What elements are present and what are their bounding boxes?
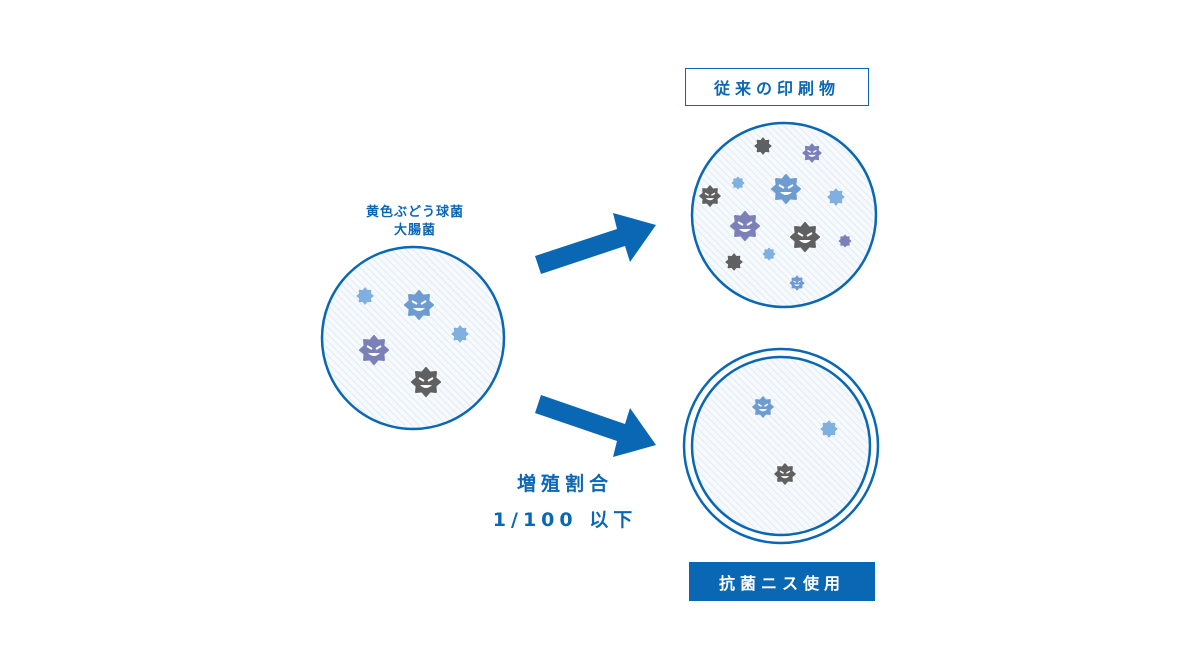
conventional-print-text: 従来の印刷物 — [713, 79, 840, 98]
germ-icon — [774, 463, 796, 485]
germ-icon — [729, 210, 761, 242]
arrow-to-antibacterial — [535, 395, 656, 457]
petri-dish-source — [320, 245, 506, 431]
bacteria-label-line2: 大腸菌 — [393, 223, 436, 238]
petri-dish-conventional — [690, 121, 878, 309]
antibacterial-varnish-label: 抗菌ニス使用 — [689, 562, 875, 601]
germ-icon — [403, 289, 435, 321]
germ-icon — [770, 173, 802, 205]
germ-icon — [827, 188, 845, 206]
germ-icon — [752, 396, 774, 418]
bacteria-label-line1: 黄色ぶどう球菌 — [365, 205, 464, 220]
germ-icon — [451, 325, 469, 343]
germ-icon — [699, 185, 721, 207]
antibacterial-varnish-text: 抗菌ニス使用 — [718, 573, 845, 593]
germ-icon — [731, 176, 745, 190]
petri-dish-antibacterial — [690, 355, 872, 537]
germ-icon — [725, 253, 743, 271]
bacteria-label: 黄色ぶどう球菌 大腸菌 — [330, 204, 500, 240]
germ-icon — [789, 275, 805, 291]
germ-icon — [358, 334, 390, 366]
germ-icon — [789, 221, 821, 253]
germ-icon — [820, 420, 838, 438]
growth-rate-title: 増殖割合 — [516, 473, 613, 495]
germ-icon — [410, 366, 442, 398]
growth-rate-label: 増殖割合 1/100 以下 — [470, 466, 660, 538]
conventional-print-label: 従来の印刷物 — [685, 68, 869, 106]
growth-rate-value: 1/100 以下 — [492, 509, 638, 531]
germ-icon — [802, 143, 822, 163]
arrow-to-conventional — [535, 213, 656, 274]
germ-icon — [838, 234, 852, 248]
germ-icon — [356, 287, 374, 305]
germ-icon — [762, 247, 776, 261]
germ-icon — [754, 137, 772, 155]
